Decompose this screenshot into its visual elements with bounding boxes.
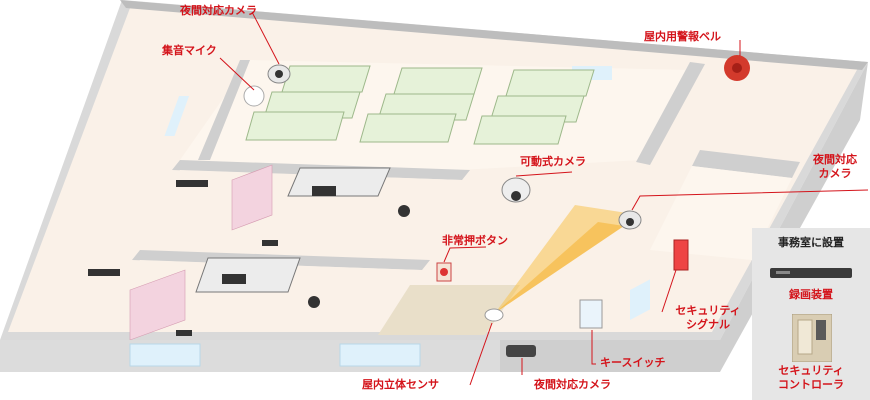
chairs [88,180,410,336]
curtains [129,164,273,341]
indoor-sensor-icon [484,308,504,322]
label-ptz-camera: 可動式カメラ [520,155,586,168]
front-window-1 [129,343,201,367]
sensor-beam-inner [495,222,624,313]
right-window-1 [630,279,650,321]
key-switch-icon [579,299,603,329]
right-exterior-wall [500,62,868,372]
night-camera-top-icon [267,64,291,84]
label-sound-mic: 集音マイク [162,44,217,57]
panel-controller-line1: セキュリティ [778,364,844,377]
meeting-room-1 [140,170,462,250]
front-wall-face [0,340,500,372]
controller-icon [792,314,832,362]
label-indoor-sensor: 屋内立体センサ [362,378,439,391]
hall-right-wall [636,62,705,165]
emergency-button-icon [436,262,452,282]
label-night-camera-top: 夜間対応カメラ [180,4,257,17]
ptz-camera-icon [501,177,531,203]
office-equipment-panel: 事務室に設置 録画装置 セキュリティ コントローラ [752,228,870,400]
panel-controller-line2: コントローラ [778,378,844,391]
label-security-signal-line1: セキュリティ [675,304,741,317]
recorder-icon [770,268,852,278]
alarm-bell-icon [724,55,750,81]
label-night-camera-right: 夜間対応 カメラ [802,153,868,181]
hall-left-wall [198,60,250,160]
storage-room [378,285,520,335]
night-camera-bottom-icon [506,345,536,357]
desk-rows [245,65,595,145]
hall-left-window [164,96,190,136]
label-security-signal: セキュリティ シグナル [668,304,748,332]
right-room-wall [692,150,800,178]
label-key-switch: キースイッチ [600,356,666,369]
panel-title: 事務室に設置 [778,236,844,249]
security-signal-icon [673,239,689,271]
panel-recorder-label: 録画装置 [789,288,833,301]
label-security-signal-line2: シグナル [686,318,730,331]
label-night-camera-right-line1: 夜間対応 [813,153,857,166]
back-wall [120,0,868,70]
night-camera-right-icon [618,210,642,230]
label-alarm-bell: 屋内用警報ベル [644,30,721,43]
panel-controller-label: セキュリティ コントローラ [752,364,870,392]
leader-lines [219,11,869,386]
front-window-2 [339,343,421,367]
label-night-camera-bottom: 夜間対応カメラ [534,378,611,391]
microphone-icon [243,85,265,107]
label-emergency-button: 非常押ボタン [442,234,508,247]
label-night-camera-right-line2: カメラ [818,167,852,180]
